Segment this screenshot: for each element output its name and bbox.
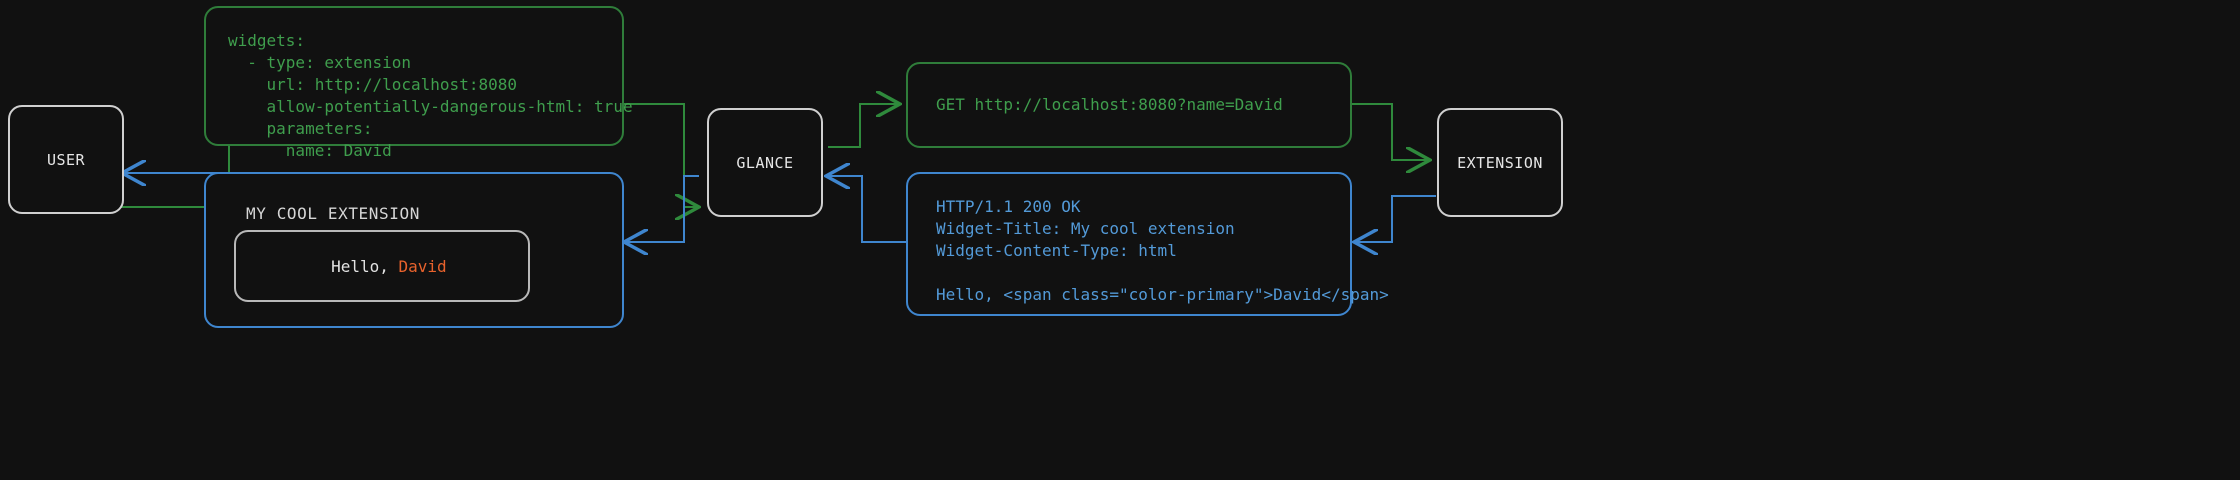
connector-glance-to-request <box>828 104 900 148</box>
connector-config-to-glance <box>624 103 699 207</box>
connector-response-to-glance <box>826 176 906 243</box>
widget-config-code: widgets: - type: extension url: http://l… <box>228 31 633 160</box>
rendered-widget-body-box: Hello, David <box>234 230 530 302</box>
rendered-widget-name: David <box>398 256 447 276</box>
http-request-code: GET http://localhost:8080?name=David <box>936 95 1283 114</box>
panel-http-request[interactable]: GET http://localhost:8080?name=David <box>906 62 1352 148</box>
node-user-label: USER <box>46 150 86 169</box>
node-extension[interactable]: EXTENSION <box>1437 108 1563 217</box>
http-response-code: HTTP/1.1 200 OK Widget-Title: My cool ex… <box>936 197 1389 304</box>
rendered-widget-greeting: Hello, <box>331 256 399 276</box>
panel-widget-config[interactable]: widgets: - type: extension url: http://l… <box>204 6 633 160</box>
node-glance[interactable]: GLANCE <box>707 108 823 217</box>
node-glance-label: GLANCE <box>736 153 794 172</box>
panel-http-response[interactable]: HTTP/1.1 200 OK Widget-Title: My cool ex… <box>906 172 1389 316</box>
node-extension-label: EXTENSION <box>1457 153 1543 172</box>
rendered-widget-title: MY COOL EXTENSION <box>246 204 420 223</box>
node-user[interactable]: USER <box>8 105 124 214</box>
connector-glance-to-widget <box>624 175 699 242</box>
rendered-widget-body-text: Hello, David <box>236 238 447 295</box>
panel-rendered-widget[interactable]: MY COOL EXTENSION Hello, David <box>204 172 624 328</box>
connector-request-to-extension <box>1352 103 1430 160</box>
